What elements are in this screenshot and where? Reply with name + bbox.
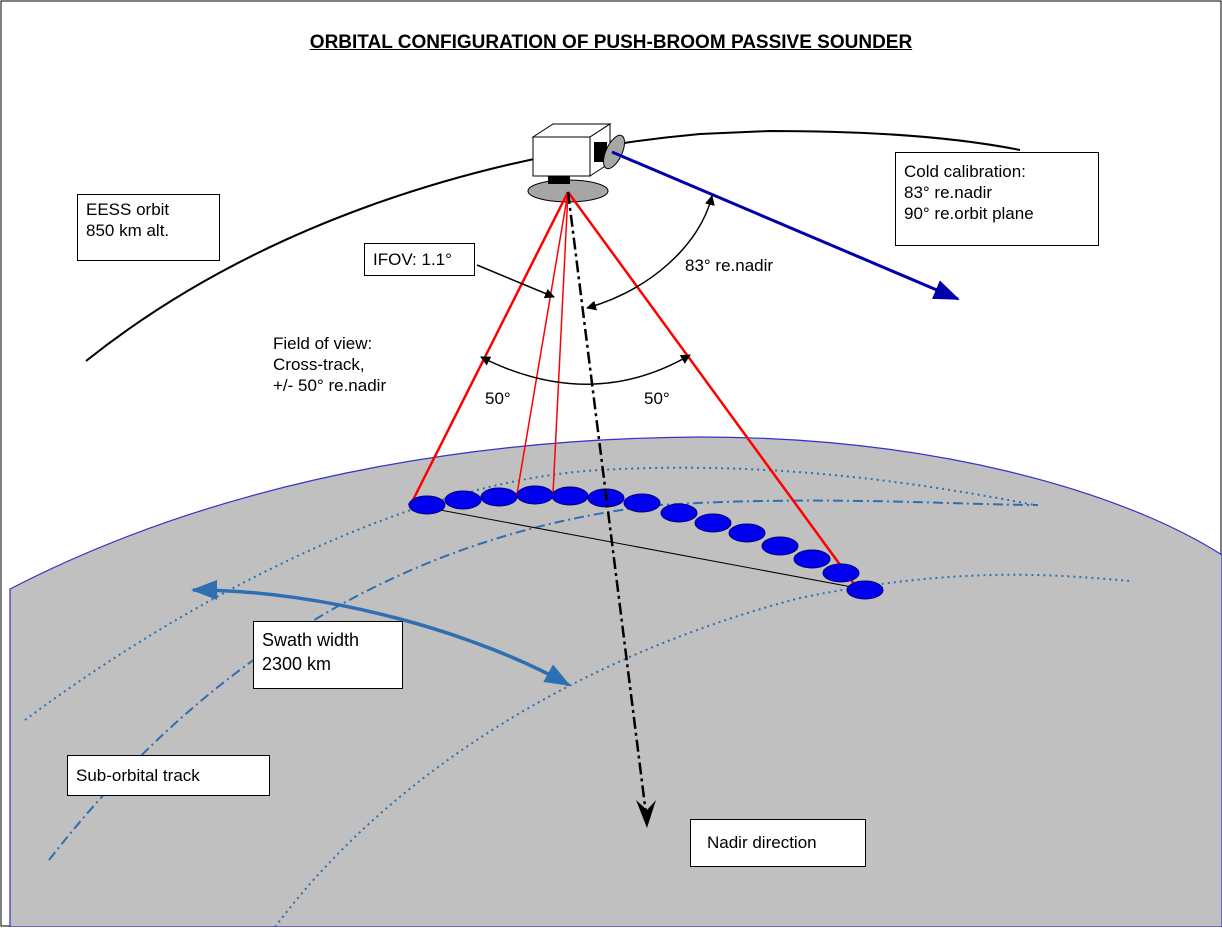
- swath-width-arrow: [191, 580, 571, 687]
- footprint: [822, 563, 860, 583]
- calibration-angle-label: 83° re.nadir: [685, 256, 774, 275]
- footprint: [660, 503, 698, 523]
- footprint: [516, 485, 554, 505]
- sub-orbital-track-box: Sub-orbital track: [67, 755, 270, 796]
- ifov-label: IFOV: 1.1°: [373, 250, 452, 269]
- orbit-label-box: EESS orbit 850 km alt.: [77, 194, 220, 261]
- cold-calibration-plane: 90° re.orbit plane: [904, 204, 1034, 223]
- earth-surface: [9, 436, 1222, 928]
- nadir-direction-box: Nadir direction: [690, 819, 866, 867]
- fov-angle-left-label: 50°: [485, 389, 511, 408]
- ground-track-upper: [24, 466, 1036, 721]
- footprint: [623, 493, 661, 513]
- ifov-beam-right: [552, 191, 569, 495]
- ifov-beam-left: [516, 191, 569, 495]
- nadir-line: [566, 191, 649, 823]
- swath-width-box: Swath width 2300 km: [253, 621, 403, 689]
- nadir-arrowhead: [636, 800, 656, 828]
- ifov-pointer: [476, 264, 555, 299]
- ifov-box: IFOV: 1.1°: [364, 243, 475, 276]
- footprint: [728, 523, 766, 543]
- footprint: [761, 536, 799, 556]
- cold-calibration-nadir: 83° re.nadir: [904, 183, 993, 202]
- fov-angle-arc: [480, 354, 691, 385]
- fov-range: +/- 50° re.nadir: [273, 376, 387, 395]
- footprint: [551, 486, 589, 506]
- footprint: [846, 580, 884, 600]
- diagram-title: ORBITAL CONFIGURATION OF PUSH-BROOM PASS…: [309, 32, 913, 53]
- field-of-view-box: Field of view: Cross-track, +/- 50° re.n…: [264, 324, 426, 412]
- cold-calibration-box: Cold calibration: 83° re.nadir 90° re.or…: [895, 152, 1099, 246]
- fov-angle-right-label: 50°: [644, 389, 670, 408]
- sub-orbital-track-label: Sub-orbital track: [76, 766, 200, 785]
- fov-beam-left: [410, 191, 570, 503]
- cold-calibration-title: Cold calibration:: [904, 162, 1026, 181]
- ground-track-lower: [274, 573, 1131, 928]
- orbit-altitude-line: 850 km alt.: [86, 221, 170, 240]
- nadir-direction-label: Nadir direction: [707, 833, 817, 852]
- orbit-label-line: EESS orbit: [86, 200, 170, 219]
- footprint: [480, 487, 518, 507]
- footprint: [793, 549, 831, 569]
- swath-width-value: 2300 km: [262, 654, 332, 674]
- calibration-angle-arc: [586, 195, 715, 311]
- satellite-icon: [527, 123, 626, 203]
- swath-width-title: Swath width: [262, 630, 360, 650]
- scan-footprints: [407, 485, 884, 600]
- cold-calibration-arrow: [611, 150, 960, 301]
- footprint: [694, 513, 732, 533]
- fov-title: Field of view:: [273, 334, 373, 353]
- footprint: [408, 495, 446, 515]
- fov-direction: Cross-track,: [273, 355, 365, 374]
- footprint: [444, 490, 482, 510]
